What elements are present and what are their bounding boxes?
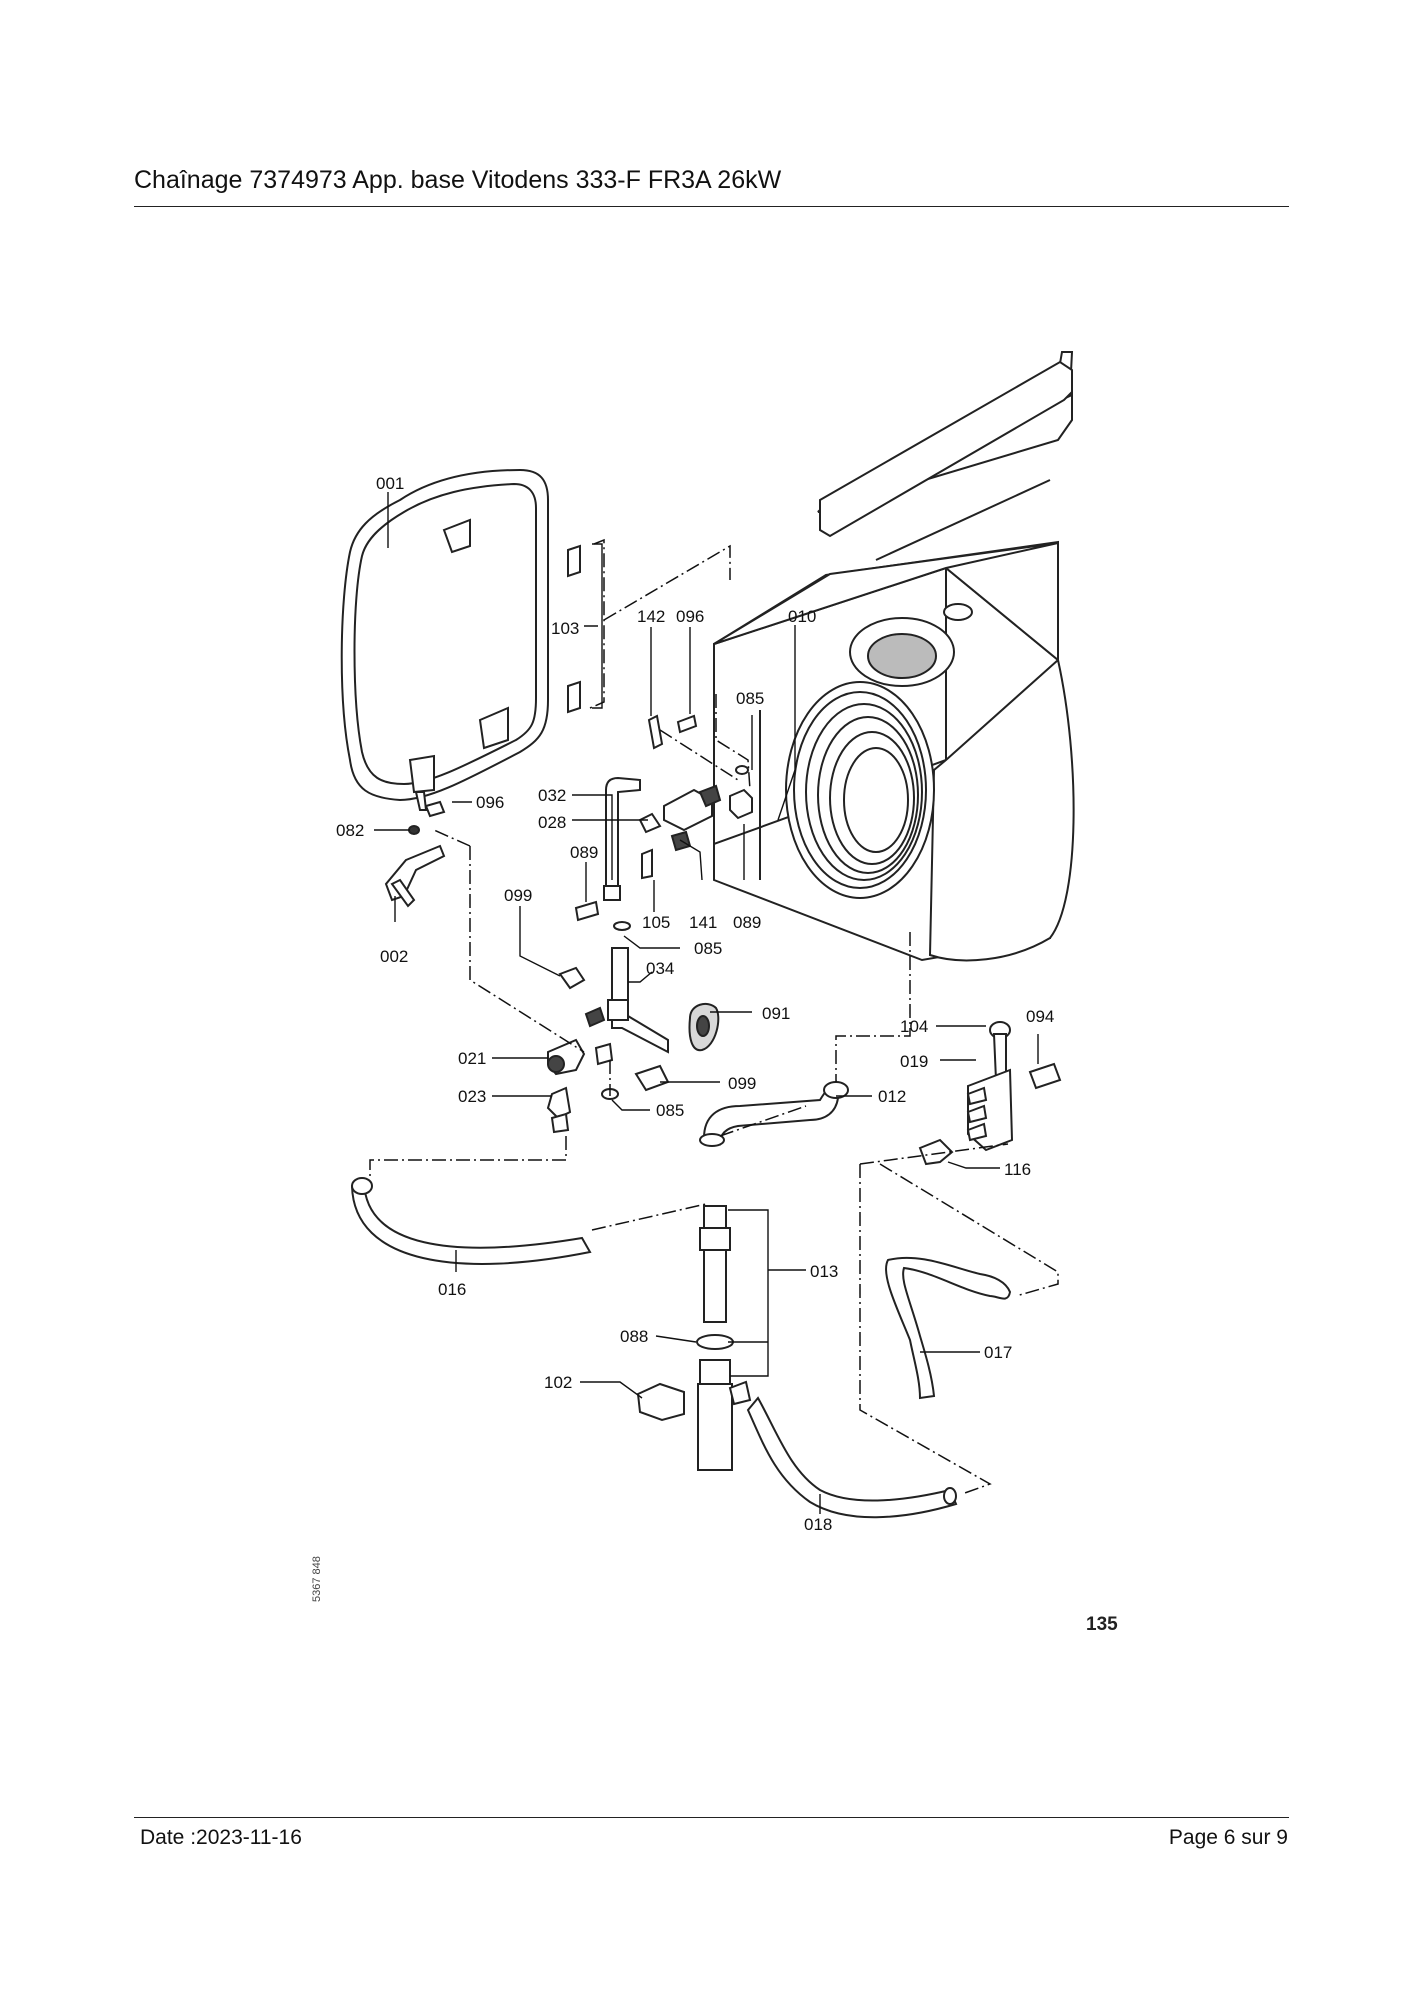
- valve-021: [547, 1038, 586, 1076]
- valve-023: [546, 1086, 572, 1134]
- drawing-reference-id: 5367 848: [311, 1556, 323, 1602]
- callout-096-left: 096: [476, 793, 504, 812]
- callout-142: 142: [637, 607, 665, 626]
- callout-010: 010: [788, 607, 816, 626]
- clip-102: [636, 1382, 685, 1422]
- front-cover: [340, 468, 549, 811]
- callout-102: 102: [544, 1373, 572, 1392]
- hose-017: [885, 1256, 1012, 1400]
- callout-085-upper: 085: [736, 689, 764, 708]
- callout-013: 013: [810, 1262, 838, 1281]
- pipe-032: [603, 765, 753, 901]
- footer-page-number: Page 6 sur 9: [1168, 1826, 1288, 1849]
- callout-021: 021: [458, 1049, 486, 1068]
- footer-date: Date :2023-11-16: [140, 1826, 302, 1849]
- callout-096-upper: 096: [676, 607, 704, 626]
- callout-085-middle: 085: [694, 939, 722, 958]
- page-header-title: Chaînage 7374973 App. base Vitodens 333-…: [134, 166, 782, 194]
- clip-116: [918, 1138, 954, 1166]
- sensor-142: [647, 714, 698, 750]
- callout-034: 034: [646, 959, 674, 978]
- manifold-019: [966, 1021, 1014, 1152]
- boiler-housing: [713, 351, 1075, 962]
- footer-rule: [134, 1817, 1289, 1818]
- clip-099-lower: [634, 1064, 670, 1092]
- callout-001: 001: [376, 474, 404, 493]
- callout-labels: 001 103 142 096 010 085 032 096 028 082 …: [311, 474, 1118, 1635]
- callout-088: 088: [620, 1327, 648, 1346]
- callout-018: 018: [804, 1515, 832, 1534]
- clip-pair-103: [567, 544, 581, 714]
- callout-091: 091: [762, 1004, 790, 1023]
- callout-141: 141: [689, 913, 717, 932]
- callout-017: 017: [984, 1343, 1012, 1362]
- header-rule: [134, 206, 1289, 207]
- callout-099-upper: 099: [504, 886, 532, 905]
- leader-lines: [374, 492, 1039, 1514]
- clip-094: [1028, 1062, 1062, 1090]
- callout-103: 103: [551, 619, 579, 638]
- callout-099-lower: 099: [728, 1074, 756, 1093]
- callout-104: 104: [900, 1017, 928, 1036]
- callout-012: 012: [878, 1087, 906, 1106]
- figure-number: 135: [1086, 1614, 1118, 1635]
- drain-tap-assembly: [384, 800, 446, 908]
- siphon-034: [584, 921, 720, 1100]
- callout-023: 023: [458, 1087, 486, 1106]
- callout-028: 028: [538, 813, 566, 832]
- clip-089-left: [574, 900, 600, 922]
- callout-019: 019: [900, 1052, 928, 1071]
- tube-013: [696, 1205, 752, 1471]
- assembly-lines: [369, 538, 1059, 1495]
- hose-018: [746, 1396, 958, 1519]
- callout-016: 016: [438, 1280, 466, 1299]
- hose-016: [350, 1177, 592, 1265]
- callout-032: 032: [538, 786, 566, 805]
- callout-002: 002: [380, 947, 408, 966]
- clip-099-upper: [558, 966, 586, 990]
- callout-089-right: 089: [733, 913, 761, 932]
- callout-085-lower: 085: [656, 1101, 684, 1120]
- callout-089-left: 089: [570, 843, 598, 862]
- callout-094: 094: [1026, 1007, 1054, 1026]
- callout-105: 105: [642, 913, 670, 932]
- callout-082: 082: [336, 821, 364, 840]
- pipe-012: [699, 1080, 849, 1147]
- callout-116: 116: [1004, 1160, 1031, 1179]
